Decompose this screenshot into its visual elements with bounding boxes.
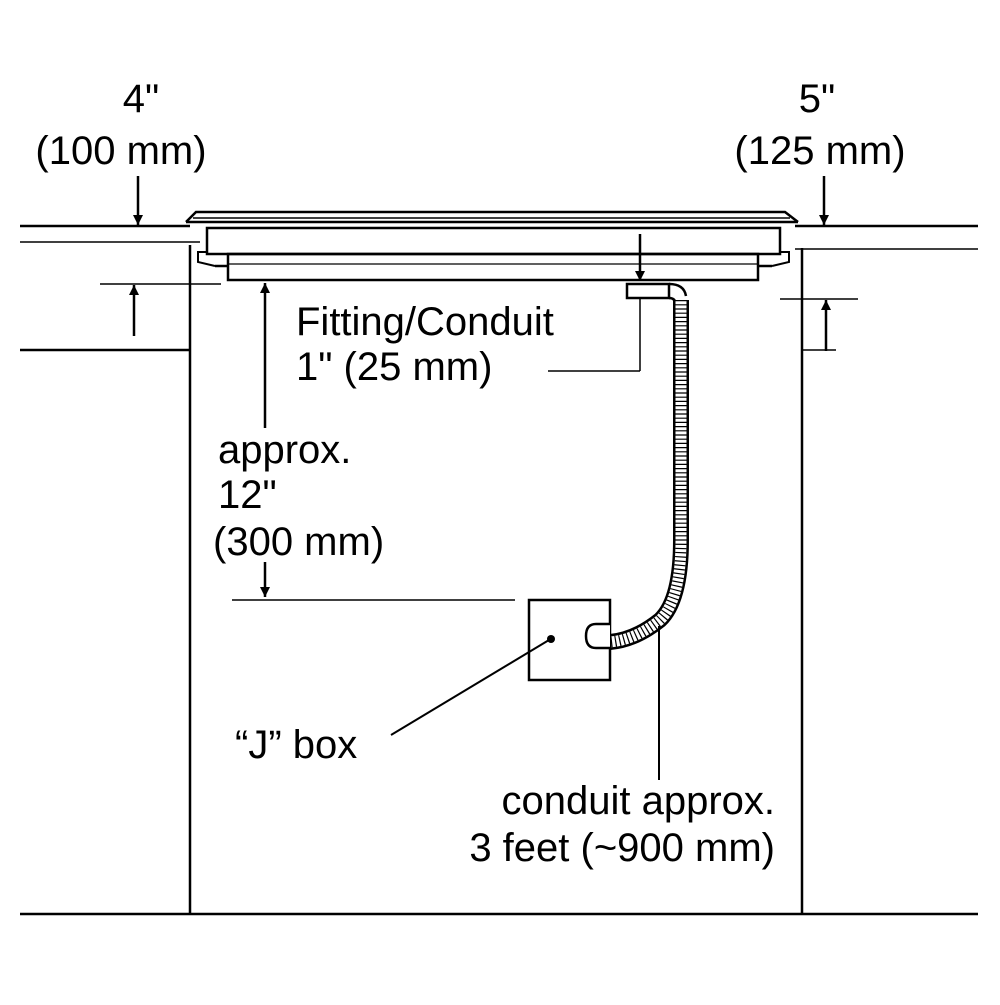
countertop [20,224,978,250]
right-clearance-dimension [780,176,858,351]
right-clearance-mm: (125 mm) [734,129,905,173]
approx-12-dimension [232,283,515,601]
approx-label-line3: (300 mm) [213,520,384,564]
left-clearance-mm: (100 mm) [35,129,206,173]
left-clearance-inches: 4" [123,77,159,121]
cooktop [185,210,799,282]
jbox-leader [390,639,550,736]
fitting-label-line2: 1" (25 mm) [296,345,492,389]
approx-label-line1: approx. [218,428,351,472]
junction-box [527,598,612,682]
conduit-label-line2: 3 feet (~900 mm) [469,826,775,870]
jbox-label: “J” box [235,723,357,767]
right-clearance-inches: 5" [799,77,835,121]
approx-label-line2: 12" [218,473,277,517]
conduit [609,300,689,650]
conduit-label-line1: conduit approx. [501,779,775,823]
left-clearance-dimension [100,176,221,336]
cabinet [20,245,978,916]
fitting-label-line1: Fitting/Conduit [296,300,554,344]
fitting-dimension [548,234,645,372]
